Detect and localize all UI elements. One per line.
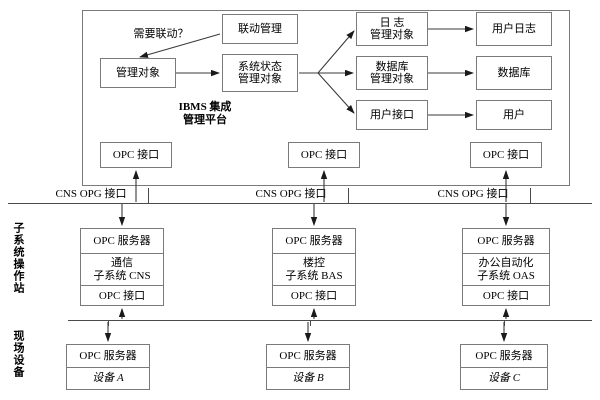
- subsystem-cns-name: 通信 子系统 CNS: [81, 253, 163, 285]
- device-a-server: OPC 服务器: [79, 349, 137, 362]
- node-linkage-manager-label: 联动管理: [238, 22, 282, 35]
- cns-opg-interface-label-1: CNS OPG 接口: [55, 188, 127, 200]
- band-divider-bottom-tick-2: [310, 320, 311, 326]
- band-divider-bottom-tick-3: [504, 320, 505, 326]
- platform-opc-port-1-label: OPC 接口: [112, 148, 160, 161]
- node-system-state-object-line2: 管理对象: [238, 73, 282, 85]
- subsystem-oas[interactable]: OPC 服务器 办公自动化 子系统 OAS OPC 接口: [462, 228, 550, 306]
- subsystem-oas-port[interactable]: OPC 接口: [463, 285, 549, 307]
- device-b-name: 设备 B: [267, 367, 349, 389]
- divider-tick-3: [530, 188, 531, 203]
- device-b[interactable]: OPC 服务器 设备 B: [266, 344, 350, 390]
- band-divider-bottom: [68, 320, 592, 321]
- device-c-server: OPC 服务器: [475, 349, 533, 362]
- node-user-log[interactable]: 用户日志: [476, 12, 552, 46]
- node-system-state-object-line1: 系统状态: [238, 60, 282, 73]
- divider-tick-2: [348, 188, 349, 203]
- platform-opc-port-2[interactable]: OPC 接口: [288, 142, 360, 168]
- platform-title-line2: 管理平台: [183, 113, 227, 126]
- subsystem-bas-server: OPC 服务器: [285, 234, 343, 247]
- node-user-interface-label: 用户接口: [370, 108, 414, 121]
- platform-title-line1: IBMS 集成: [178, 101, 232, 113]
- node-log-object-line1: 日 志: [379, 16, 405, 29]
- subsystem-oas-server: OPC 服务器: [477, 234, 535, 247]
- node-user[interactable]: 用户: [476, 100, 552, 130]
- device-b-server: OPC 服务器: [279, 349, 337, 362]
- device-a[interactable]: OPC 服务器 设备 A: [66, 344, 150, 390]
- band-label-subsystem-station: 子系统操作站: [12, 222, 24, 294]
- node-managed-object[interactable]: 管理对象: [100, 58, 176, 88]
- node-database-object[interactable]: 数据库 管理对象: [356, 56, 428, 90]
- device-a-name: 设备 A: [67, 367, 149, 389]
- node-database[interactable]: 数据库: [476, 56, 552, 90]
- subsystem-cns-server: OPC 服务器: [93, 234, 151, 247]
- subsystem-oas-name: 办公自动化 子系统 OAS: [463, 253, 549, 285]
- node-linkage-manager[interactable]: 联动管理: [222, 14, 298, 44]
- node-database-object-line2: 管理对象: [370, 73, 414, 85]
- device-c-name: 设备 C: [461, 367, 547, 389]
- device-c[interactable]: OPC 服务器 设备 C: [460, 344, 548, 390]
- subsystem-cns[interactable]: OPC 服务器 通信 子系统 CNS OPC 接口: [80, 228, 164, 306]
- node-log-object[interactable]: 日 志 管理对象: [356, 12, 428, 46]
- platform-opc-port-1[interactable]: OPC 接口: [100, 142, 172, 168]
- cns-opg-interface-label-3: CNS OPG 接口: [437, 188, 509, 200]
- subsystem-bas-name: 楼控 子系统 BAS: [273, 253, 355, 285]
- node-database-label: 数据库: [497, 66, 531, 79]
- band-label-field-devices: 现场设备: [12, 330, 24, 378]
- node-system-state-object[interactable]: 系统状态 管理对象: [222, 54, 298, 92]
- subsystem-bas[interactable]: OPC 服务器 楼控 子系统 BAS OPC 接口: [272, 228, 356, 306]
- platform-opc-port-3[interactable]: OPC 接口: [470, 142, 542, 168]
- platform-opc-port-2-label: OPC 接口: [300, 148, 348, 161]
- platform-opc-port-3-label: OPC 接口: [482, 148, 530, 161]
- band-divider-top: [8, 203, 592, 204]
- node-managed-object-label: 管理对象: [116, 66, 160, 79]
- cns-opg-interface-label-2: CNS OPG 接口: [255, 188, 327, 200]
- linkage-question-label: 需要联动？: [133, 28, 189, 40]
- node-log-object-line2: 管理对象: [370, 29, 414, 41]
- node-database-object-line1: 数据库: [375, 60, 409, 73]
- subsystem-bas-port[interactable]: OPC 接口: [273, 285, 355, 307]
- divider-tick-1: [148, 188, 149, 203]
- node-user-log-label: 用户日志: [492, 22, 536, 35]
- band-divider-bottom-tick-1: [108, 320, 109, 326]
- platform-title: IBMS 集成 管理平台: [150, 101, 260, 126]
- subsystem-cns-port[interactable]: OPC 接口: [81, 285, 163, 307]
- node-user-interface[interactable]: 用户接口: [356, 100, 428, 130]
- node-user-label: 用户: [503, 108, 525, 121]
